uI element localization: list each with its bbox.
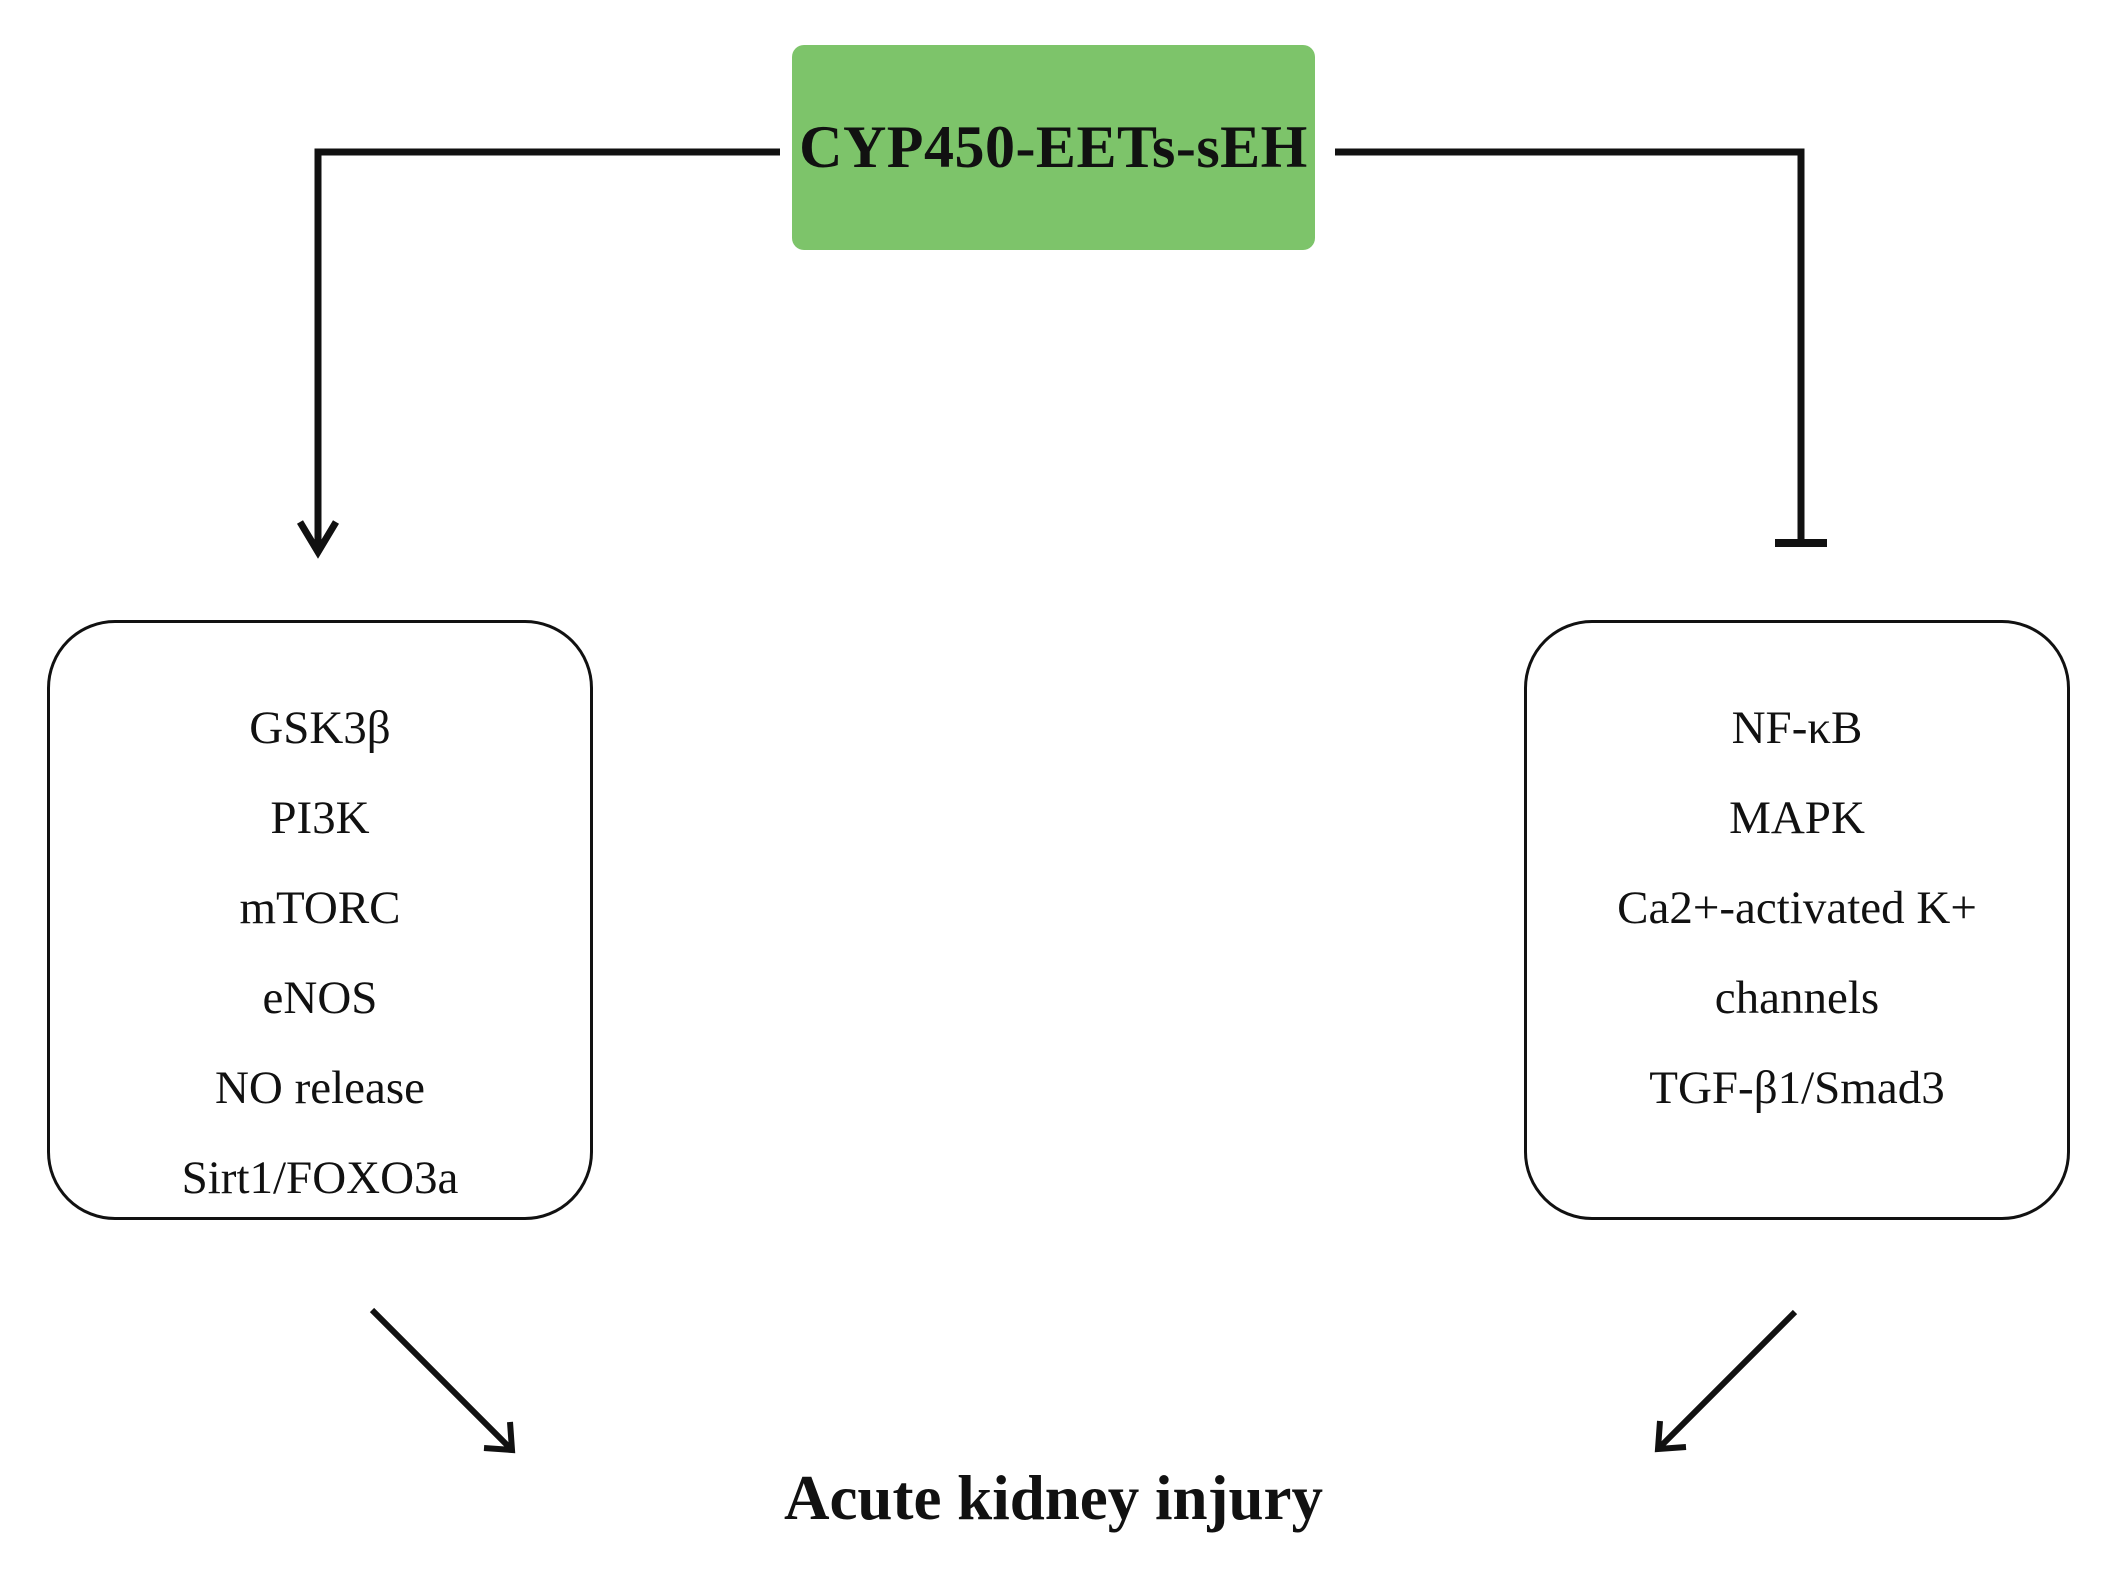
- left-pathway-item: Sirt1/FOXO3a: [181, 1152, 459, 1204]
- activation-connector: [314, 148, 780, 550]
- right-pathway-item: Ca2+-activated K+: [1617, 882, 1977, 934]
- source-label: CYP450-EETs-sEH: [799, 114, 1308, 180]
- right-pathway-box: NF-κB MAPK Ca2+-activated K+ channels TG…: [1524, 620, 2070, 1220]
- right-outcome-arrowhead: [1654, 1420, 1687, 1453]
- inhibition-connector: [1335, 148, 1805, 543]
- right-pathway-item: MAPK: [1729, 792, 1865, 844]
- source-box: CYP450-EETs-sEH: [792, 45, 1315, 250]
- right-outcome-arrow: [1657, 1309, 1798, 1450]
- left-pathway-box: GSK3β PI3K mTORC eNOS NO release Sirt1/F…: [47, 620, 593, 1220]
- right-pathway-item: channels: [1714, 972, 1880, 1024]
- left-outcome-arrowhead: [483, 1421, 516, 1454]
- outcome-label: Acute kidney injury: [783, 1463, 1324, 1533]
- right-pathway-item: TGF-β1/Smad3: [1649, 1062, 1945, 1114]
- right-pathway-item: NF-κB: [1731, 702, 1863, 754]
- left-pathway-item: mTORC: [239, 882, 401, 934]
- left-outcome-arrow: [369, 1307, 513, 1451]
- left-pathway-item: NO release: [214, 1062, 426, 1114]
- left-pathway-item: GSK3β: [249, 702, 391, 754]
- left-pathway-item: eNOS: [262, 972, 378, 1024]
- activation-arrowhead: [296, 520, 340, 559]
- left-pathway-item: PI3K: [270, 792, 370, 844]
